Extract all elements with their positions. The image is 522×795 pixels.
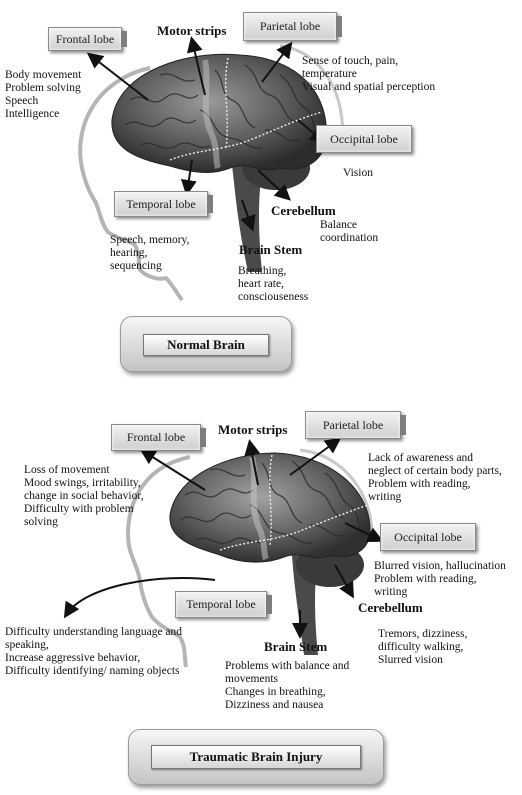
desc-line: Lack of awareness and [368, 452, 474, 464]
occipital-lobe-label: Occipital lobe [394, 530, 462, 544]
desc-line: Sense of touch, pain, [302, 55, 399, 67]
desc-line: hearing, [110, 247, 148, 259]
desc-line: heart rate, [238, 278, 284, 290]
cerebellum-label: Cerebellum [358, 600, 423, 615]
desc-line: Speech, memory, [110, 234, 190, 246]
desc-line: writing [368, 491, 402, 503]
desc-line: Dizziness and nausea [225, 699, 324, 711]
desc-line: Problem with reading, [374, 573, 477, 585]
desc-line: Slurred vision [378, 654, 443, 666]
desc-line: Difficulty identifying/ naming objects [5, 665, 180, 677]
cerebellum-description: Balance coordination [320, 219, 378, 245]
normal-brain-title: Normal Brain [143, 334, 269, 356]
desc-line: writing [374, 586, 408, 598]
desc-line: Vision [343, 167, 373, 179]
desc-line: difficulty walking, [378, 641, 464, 653]
tbi-panel: Frontal lobe Parietal lobe Occipital lob… [0, 395, 522, 795]
occipital-lobe-label: Occipital lobe [330, 132, 398, 146]
tbi-brain-illustration [63, 437, 384, 668]
temporal-lobe-label: Temporal lobe [186, 597, 256, 611]
cerebellum-description: Tremors, dizziness, difficulty walking, … [378, 628, 467, 667]
frontal-lobe-label: Frontal lobe [55, 32, 115, 46]
desc-line: Loss of movement [24, 464, 110, 476]
tbi-title-box: Traumatic Brain Injury [128, 729, 384, 785]
desc-line: coordination [320, 232, 379, 244]
desc-line: Tremors, dizziness, [378, 628, 468, 640]
normal-brain-panel: Frontal lobe Parietal lobe Occipital lob… [0, 0, 522, 395]
temporal-lobe-label: Temporal lobe [126, 197, 196, 211]
desc-line: Speech [5, 95, 39, 107]
parietal-lobe-label: Parietal lobe [322, 418, 384, 432]
motor-strips-label: Motor strips [157, 23, 227, 38]
occipital-lobe-description: Blurred vision, hallucination Problem wi… [374, 560, 506, 599]
desc-line: Changes in breathing, [225, 686, 326, 698]
desc-line: Difficulty with problem [24, 503, 134, 515]
desc-line: Difficulty understanding language and [5, 626, 183, 638]
motor-strips-label: Motor strips [218, 422, 288, 437]
desc-line: Body movement [5, 69, 82, 81]
cerebellum-label: Cerebellum [271, 203, 336, 218]
brain-stem-label: Brain Stem [239, 242, 303, 257]
brain-stem-label: Brain Stem [264, 639, 328, 654]
desc-line: movements [225, 673, 279, 685]
temporal-lobe-box: Temporal lobe [175, 591, 272, 618]
parietal-lobe-box: Parietal lobe [243, 12, 342, 41]
desc-line: sequencing [110, 260, 162, 272]
desc-line: Visual and spatial perception [302, 81, 436, 93]
desc-line: Balance [320, 219, 358, 231]
normal-brain-title-box: Normal Brain [120, 316, 292, 372]
brain-stem-description: Breathing, heart rate, consciouseness [238, 265, 308, 304]
frontal-lobe-description: Body movement Problem solving Speech Int… [5, 69, 81, 121]
parietal-lobe-description: Lack of awareness and neglect of certain… [368, 452, 502, 504]
desc-line: consciouseness [238, 291, 309, 303]
desc-line: Intelligence [5, 108, 60, 120]
occipital-lobe-box: Occipital lobe [316, 125, 412, 153]
desc-line: Problem with reading, [368, 478, 471, 490]
desc-line: neglect of certain body parts, [368, 465, 502, 477]
desc-line: temperature [302, 68, 357, 80]
desc-line: Increase aggressive behavior, [5, 652, 141, 664]
frontal-lobe-label: Frontal lobe [126, 430, 186, 444]
frontal-lobe-description: Loss of movement Mood swings, irritabili… [24, 464, 144, 529]
desc-line: Blurred vision, hallucination [374, 560, 506, 572]
parietal-lobe-label: Parietal lobe [259, 19, 321, 33]
temporal-lobe-box: Temporal lobe [114, 191, 213, 217]
frontal-lobe-box: Frontal lobe [111, 424, 206, 451]
desc-line: Problem solving [5, 82, 81, 94]
desc-line: Problems with balance and [225, 660, 350, 672]
desc-line: Mood swings, irritability, [24, 477, 141, 489]
temporal-lobe-description: Speech, memory, hearing, sequencing [110, 234, 189, 273]
desc-line: speaking, [5, 639, 49, 651]
occipital-lobe-box: Occipital lobe [380, 523, 476, 551]
tbi-title: Traumatic Brain Injury [151, 745, 361, 769]
occipital-lobe-description: Vision [343, 167, 373, 180]
desc-line: change in social behavior, [24, 490, 144, 502]
normal-brain-illustration [78, 36, 344, 302]
temporal-lobe-description: Difficulty understanding language and sp… [5, 626, 182, 678]
desc-line: Breathing, [238, 265, 287, 277]
frontal-lobe-box: Frontal lobe [48, 27, 127, 51]
parietal-lobe-box: Parietal lobe [305, 411, 406, 439]
brain-stem-description: Problems with balance and movements Chan… [225, 660, 349, 712]
desc-line: solving [24, 516, 58, 528]
parietal-lobe-description: Sense of touch, pain, temperature Visual… [302, 55, 435, 94]
